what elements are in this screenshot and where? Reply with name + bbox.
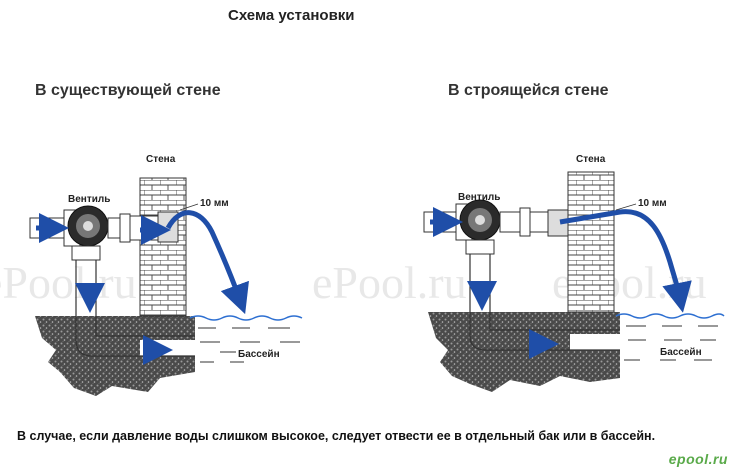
right-diagram-heading: В строящейся стене [448,82,609,99]
left-valve-label: Вентиль [68,194,110,205]
right-diagram: Стена Вентиль 10 мм Бассейн [423,154,725,392]
right-wall [567,171,615,313]
corner-watermark: epool.ru [668,451,728,467]
right-wall-label: Стена [576,154,606,165]
watermark-1: ePool.ru [0,257,137,308]
page-title: Схема установки [228,7,355,24]
right-outlet-hose [559,209,692,313]
right-ground [428,312,620,392]
left-wall [139,177,187,317]
caption-note: В случае, если давление воды слишком выс… [17,429,656,443]
right-pool-label: Бассейн [660,347,702,358]
right-gap-label: 10 мм [638,198,667,209]
left-wall-label: Стена [146,154,176,165]
watermark-2: ePool.ru [312,257,467,308]
left-outlet-hose [165,210,249,315]
left-diagram: Стена Вентиль 10 мм Бассейн [29,154,303,396]
left-diagram-heading: В существующей стене [35,82,221,99]
left-pool-water [189,315,303,363]
right-valve-label: Вентиль [458,192,500,203]
right-pool-water [615,313,725,361]
left-gap-label: 10 мм [200,198,229,209]
left-pool-label: Бассейн [238,349,280,360]
